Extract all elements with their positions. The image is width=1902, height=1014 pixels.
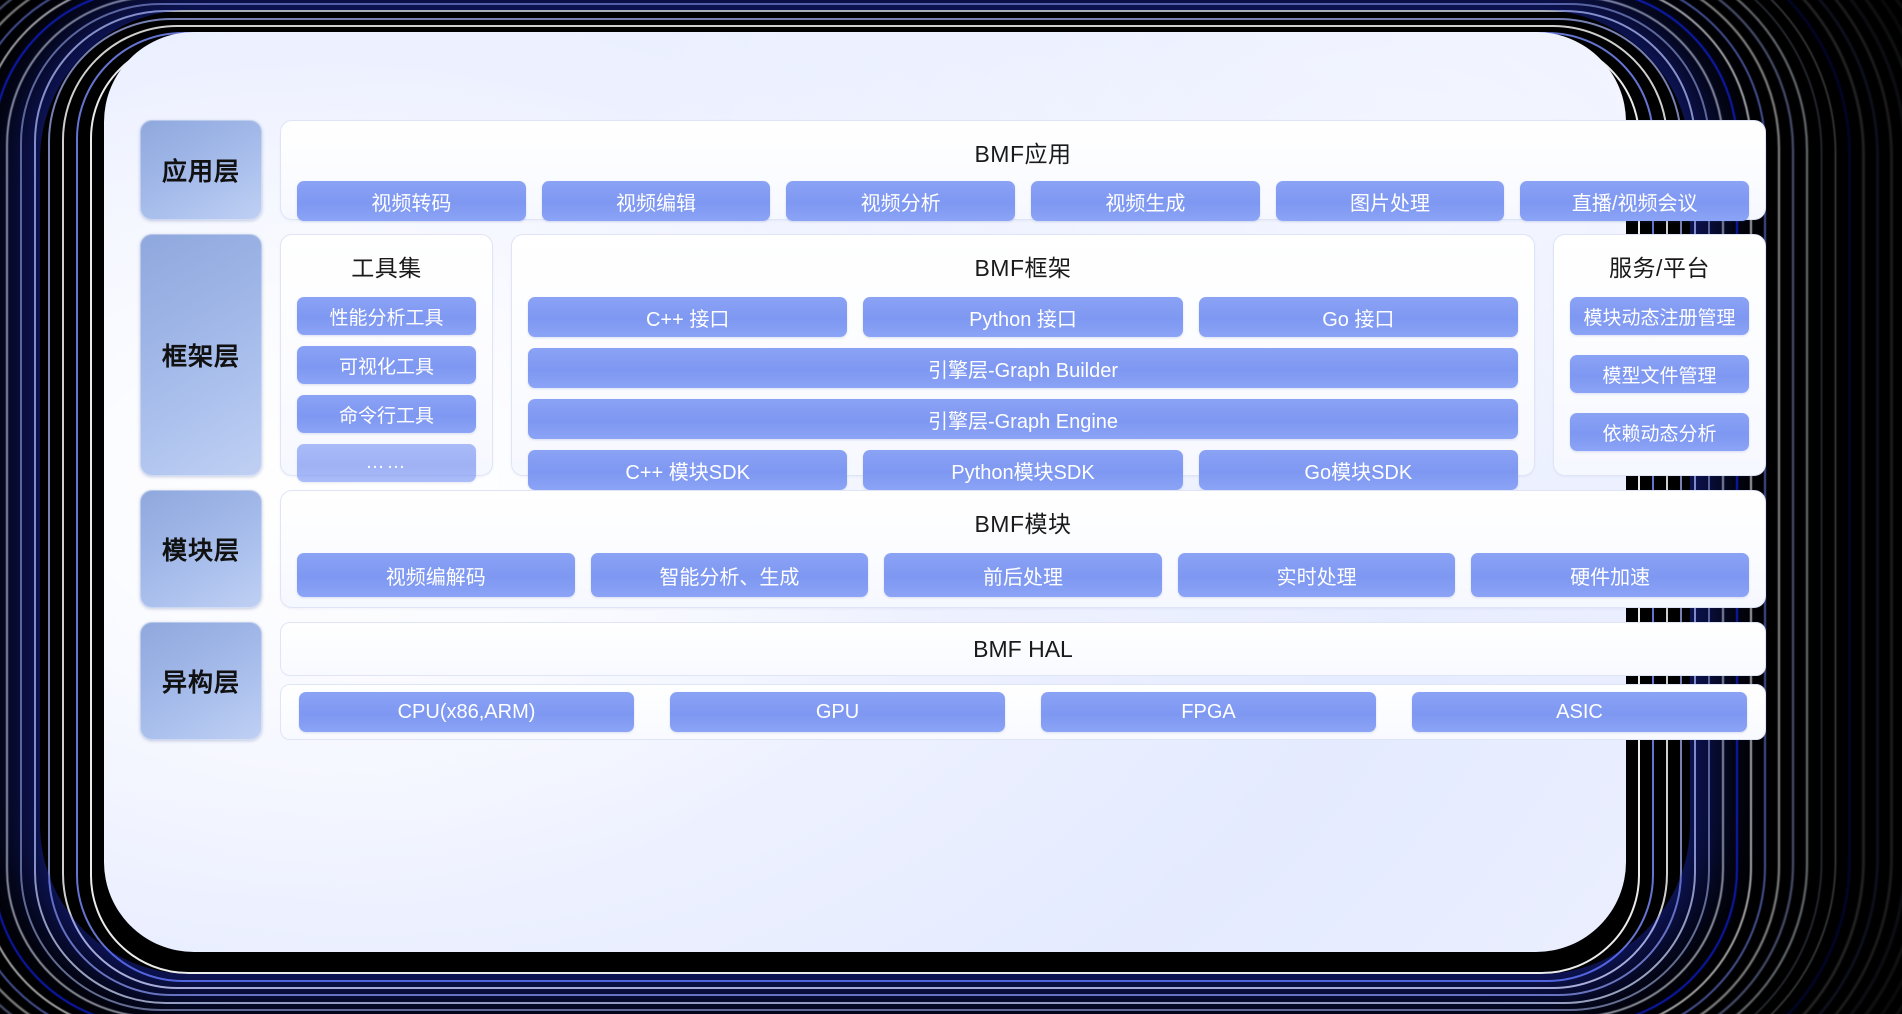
framework-chip-go-module-sdk[interactable]: Go模块SDK xyxy=(1198,450,1518,490)
services-chip-stack: 模块动态注册管理 模型文件管理 依赖动态分析 xyxy=(1570,297,1749,451)
app-chip-video-analysis[interactable]: 视频分析 xyxy=(786,181,1016,221)
framework-sdk-row: C++ 模块SDK Python模块SDK Go模块SDK xyxy=(528,450,1518,490)
service-chip-model-file-management[interactable]: 模型文件管理 xyxy=(1570,355,1749,393)
layer-label-framework[interactable]: 框架层 xyxy=(140,234,262,476)
hal-chip-cpu[interactable]: CPU(x86,ARM) xyxy=(299,692,634,732)
framework-chip-cpp-module-sdk[interactable]: C++ 模块SDK xyxy=(528,450,848,490)
layer-row-framework: 框架层 工具集 性能分析工具 可视化工具 命令行工具 …… BMF框架 C++ … xyxy=(140,234,1766,490)
application-card-title: BMF应用 xyxy=(974,141,1072,167)
framework-chip-go-interface[interactable]: Go 接口 xyxy=(1198,297,1518,337)
app-chip-video-generation[interactable]: 视频生成 xyxy=(1031,181,1260,221)
app-chip-video-transcode[interactable]: 视频转码 xyxy=(297,181,526,221)
framework-card-title: BMF框架 xyxy=(974,255,1072,281)
service-chip-module-dynamic-registration[interactable]: 模块动态注册管理 xyxy=(1570,297,1749,335)
framework-chip-cpp-interface[interactable]: C++ 接口 xyxy=(528,297,848,337)
layer-label-application[interactable]: 应用层 xyxy=(140,120,262,220)
module-chip-smart-analysis-generation[interactable]: 智能分析、生成 xyxy=(590,553,869,597)
tool-chip-command-line[interactable]: 命令行工具 xyxy=(297,395,476,433)
framework-chip-graph-engine[interactable]: 引擎层-Graph Engine xyxy=(528,399,1518,439)
hal-chip-gpu[interactable]: GPU xyxy=(670,692,1005,732)
module-chip-pre-post-processing[interactable]: 前后处理 xyxy=(884,553,1162,597)
layer-row-module: 模块层 BMF模块 视频编解码 智能分析、生成 前后处理 实时处理 硬件加速 xyxy=(140,490,1766,608)
hal-group: BMF HAL CPU(x86,ARM) GPU FPGA ASIC xyxy=(280,622,1766,740)
tool-chip-more[interactable]: …… xyxy=(297,444,476,482)
application-chip-row: 视频转码 视频编辑 视频分析 视频生成 图片处理 直播/视频会议 xyxy=(297,181,1750,221)
layer-label-heterogeneous[interactable]: 异构层 xyxy=(140,622,262,740)
module-chip-row: 视频编解码 智能分析、生成 前后处理 实时处理 硬件加速 xyxy=(297,553,1749,597)
module-chip-realtime-processing[interactable]: 实时处理 xyxy=(1177,553,1456,597)
toolset-card-title: 工具集 xyxy=(351,255,422,281)
module-chip-hardware-acceleration[interactable]: 硬件加速 xyxy=(1471,553,1749,597)
framework-chip-python-interface[interactable]: Python 接口 xyxy=(863,297,1183,337)
services-card-title: 服务/平台 xyxy=(1609,255,1710,281)
toolset-chip-stack: 性能分析工具 可视化工具 命令行工具 …… xyxy=(297,297,476,482)
framework-chip-graph-builder[interactable]: 引擎层-Graph Builder xyxy=(528,348,1518,388)
hal-chip-row: CPU(x86,ARM) GPU FPGA ASIC xyxy=(280,684,1766,740)
app-chip-video-edit[interactable]: 视频编辑 xyxy=(541,181,771,221)
hal-chip-asic[interactable]: ASIC xyxy=(1412,692,1747,732)
framework-interface-row: C++ 接口 Python 接口 Go 接口 xyxy=(528,297,1518,337)
app-chip-image-processing[interactable]: 图片处理 xyxy=(1275,181,1505,221)
hal-chip-fpga[interactable]: FPGA xyxy=(1041,692,1376,732)
framework-card: BMF框架 C++ 接口 Python 接口 Go 接口 引擎层-Graph B… xyxy=(511,234,1535,490)
app-chip-live-video-conference[interactable]: 直播/视频会议 xyxy=(1520,181,1750,221)
tool-chip-performance-analysis[interactable]: 性能分析工具 xyxy=(297,297,476,335)
tool-chip-visualization[interactable]: 可视化工具 xyxy=(297,346,476,384)
framework-chip-stack: C++ 接口 Python 接口 Go 接口 引擎层-Graph Builder… xyxy=(528,297,1518,490)
module-card-title: BMF模块 xyxy=(974,511,1072,537)
application-card: BMF应用 视频转码 视频编辑 视频分析 视频生成 图片处理 直播/视频会议 xyxy=(280,120,1766,221)
framework-chip-python-module-sdk[interactable]: Python模块SDK xyxy=(863,450,1183,490)
layer-label-module[interactable]: 模块层 xyxy=(140,490,262,608)
architecture-diagram: 应用层 BMF应用 视频转码 视频编辑 视频分析 视频生成 图片处理 直播/视频… xyxy=(140,120,1766,740)
services-card: 服务/平台 模块动态注册管理 模型文件管理 依赖动态分析 xyxy=(1553,234,1766,476)
service-chip-dependency-analysis[interactable]: 依赖动态分析 xyxy=(1570,413,1749,451)
module-chip-video-codec[interactable]: 视频编解码 xyxy=(297,553,575,597)
toolset-card: 工具集 性能分析工具 可视化工具 命令行工具 …… xyxy=(280,234,493,482)
hal-card-title: BMF HAL xyxy=(280,622,1766,676)
module-card: BMF模块 视频编解码 智能分析、生成 前后处理 实时处理 硬件加速 xyxy=(280,490,1766,608)
layer-row-application: 应用层 BMF应用 视频转码 视频编辑 视频分析 视频生成 图片处理 直播/视频… xyxy=(140,120,1766,221)
layer-row-heterogeneous: 异构层 BMF HAL CPU(x86,ARM) GPU FPGA ASIC xyxy=(140,622,1766,740)
